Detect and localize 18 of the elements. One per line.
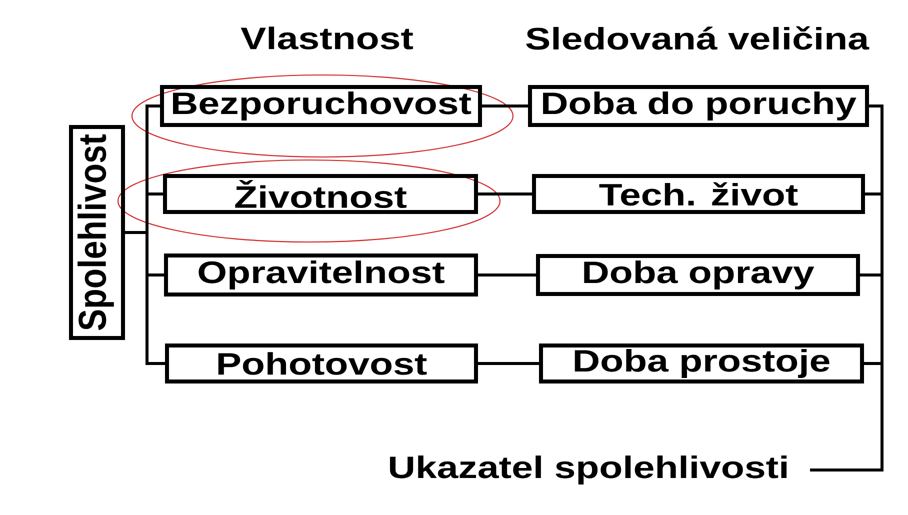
connector-line <box>478 192 532 196</box>
property-box: Životnost <box>163 174 478 214</box>
quantity-box: Tech. život <box>532 174 865 214</box>
connector-line <box>478 274 536 276</box>
connector-line <box>482 104 528 108</box>
property-box: Bezporuchovost <box>160 85 482 127</box>
property-box: Opravitelnost <box>164 254 478 296</box>
column-heading: Vlastnost <box>240 26 414 50</box>
property-box: Pohotovost <box>165 344 478 384</box>
connector-line <box>478 362 539 365</box>
connector-line <box>810 104 884 472</box>
connector-line <box>124 104 166 365</box>
quantity-box: Doba opravy <box>536 254 860 296</box>
rotated-label-box: Spolehlivost <box>69 125 125 340</box>
quantity-box: Doba prostoje <box>539 344 864 384</box>
quantity-box: Doba do poruchy <box>528 85 869 127</box>
indicator-label: Ukazatel spolehlivosti <box>390 456 787 484</box>
column-heading: Sledovaná veličina <box>526 26 870 50</box>
